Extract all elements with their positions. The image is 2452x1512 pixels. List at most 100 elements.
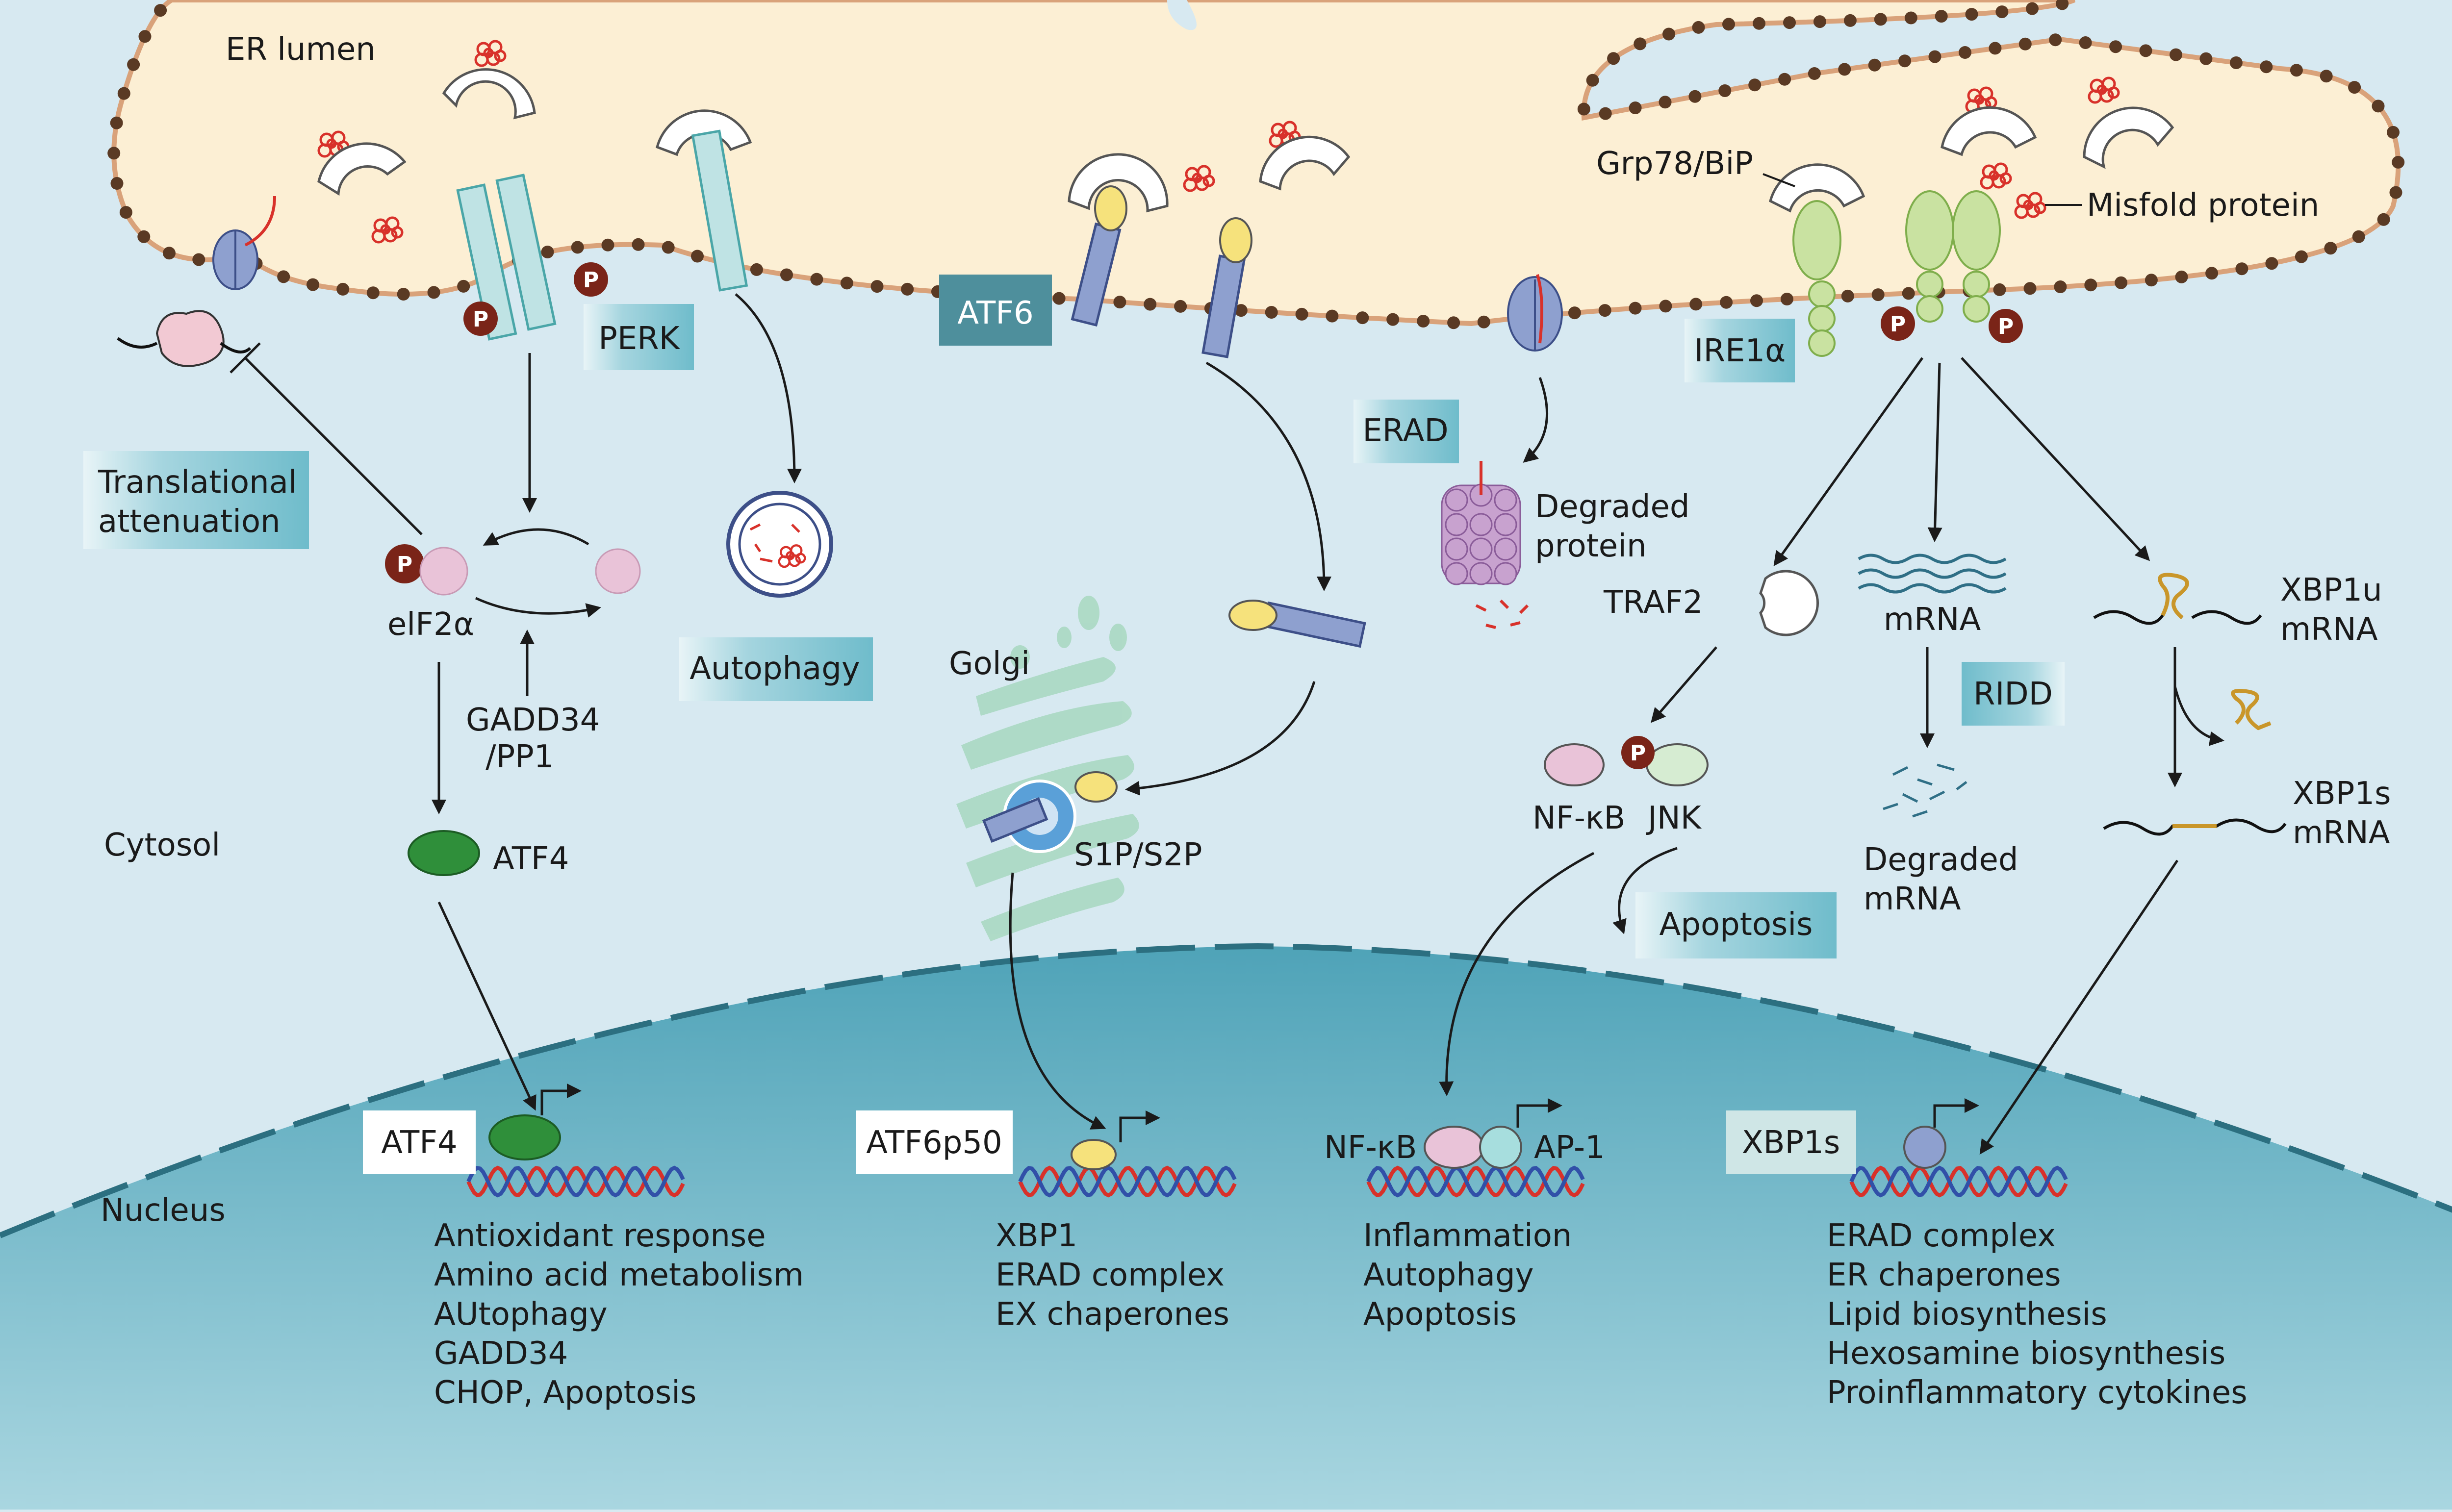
atf4-target: Antioxidant response bbox=[434, 1218, 766, 1254]
translational-attenuation-box bbox=[83, 451, 309, 549]
membrane-dot bbox=[1780, 293, 1793, 305]
eif2a-cycle: P bbox=[385, 528, 641, 618]
membrane-dot bbox=[1689, 298, 1703, 311]
xbp1s-target: Proinflammatory cytokines bbox=[1827, 1375, 2248, 1411]
autophagy-label: Autophagy bbox=[690, 651, 860, 687]
autophagy-box bbox=[679, 637, 873, 701]
nfkb-tss-arrow bbox=[1516, 1098, 1562, 1128]
atf6-box bbox=[939, 275, 1052, 346]
er-gap bbox=[1167, 0, 1197, 30]
xbp1s-target: ERAD complex bbox=[1827, 1218, 2056, 1254]
membrane-dot bbox=[1750, 294, 1763, 307]
membrane-dot bbox=[1778, 73, 1791, 86]
membrane-dot bbox=[2229, 56, 2243, 69]
membrane-dot bbox=[1748, 78, 1762, 92]
membrane-dot bbox=[306, 278, 319, 291]
degraded-protein-label-2: protein bbox=[1535, 528, 1647, 564]
ire1-xbp1-arrow bbox=[1961, 357, 2150, 561]
autophagosome bbox=[726, 491, 833, 598]
membrane-dot bbox=[1902, 287, 1915, 300]
atf4-protein bbox=[408, 830, 480, 876]
golgi-label: Golgi bbox=[949, 646, 1030, 682]
membrane-dot bbox=[366, 286, 380, 300]
svg-text:P: P bbox=[583, 268, 599, 293]
membrane-dot bbox=[1144, 298, 1157, 311]
membrane-dot bbox=[1898, 54, 1912, 68]
degraded-mrna-label-2: mRNA bbox=[1864, 881, 1961, 917]
nuclear-atf4-label: ATF4 bbox=[381, 1125, 457, 1161]
erad-label: ERAD bbox=[1362, 413, 1448, 449]
nfkb-jnk: P bbox=[1544, 736, 1709, 786]
membrane-dot bbox=[1841, 289, 1854, 302]
jnk-label: JNK bbox=[1646, 800, 1702, 836]
nuclear-envelope bbox=[0, 943, 2452, 1238]
translocon bbox=[212, 196, 276, 290]
membrane-dot bbox=[1386, 313, 1400, 326]
traf2-arrow bbox=[1651, 646, 1717, 723]
membrane-dot bbox=[810, 273, 823, 286]
atf6-golgi-arrow bbox=[1205, 361, 1331, 591]
membrane-dot bbox=[1843, 14, 1857, 27]
dna-strand bbox=[1018, 1165, 1237, 1198]
misfold-label: Misfold protein bbox=[2087, 187, 2319, 224]
grp78-chaperone bbox=[1769, 163, 1865, 213]
membrane-dot bbox=[2352, 230, 2365, 243]
membrane-dot bbox=[1838, 63, 1851, 76]
nucleus-label: Nucleus bbox=[101, 1192, 226, 1229]
membrane-dot bbox=[107, 147, 121, 160]
membrane-dot bbox=[2175, 270, 2188, 283]
membrane-dot bbox=[277, 270, 290, 283]
membrane-dot bbox=[1568, 306, 1581, 320]
membrane-dot bbox=[1598, 304, 1611, 317]
inhibition-line bbox=[244, 357, 423, 535]
xbp1u-intron bbox=[2158, 573, 2189, 620]
translational-label-1: Translational bbox=[98, 464, 297, 501]
membrane-dot bbox=[1234, 304, 1248, 317]
atf6-targets: XBP1 ERAD complex EX chaperones bbox=[996, 1218, 1229, 1333]
xbp1s-target: Lipid biosynthesis bbox=[1827, 1296, 2107, 1333]
svg-text:P: P bbox=[1630, 741, 1646, 766]
nuclear-atf6p50-protein bbox=[1071, 1139, 1117, 1170]
nuclear-xbp1s-box bbox=[1726, 1110, 1856, 1174]
perk-phospho: P P bbox=[463, 262, 608, 336]
ridd-box bbox=[1962, 662, 2065, 726]
nuclear-nfkb-protein bbox=[1424, 1126, 1484, 1169]
chaperones bbox=[317, 68, 2174, 213]
svg-text:P: P bbox=[1998, 314, 2014, 339]
nuclear-xbp1s-label: XBP1s bbox=[1742, 1125, 1840, 1161]
membrane-dot bbox=[901, 282, 914, 296]
atf4-nucleus-arrow bbox=[437, 901, 536, 1111]
membrane-dot bbox=[571, 241, 584, 254]
nucleus bbox=[0, 946, 2452, 1510]
atf4-targets: Antioxidant response Amino acid metaboli… bbox=[434, 1218, 804, 1411]
spliced-intron bbox=[2231, 689, 2272, 731]
nuclear-ap1-protein bbox=[1479, 1126, 1522, 1169]
ire1-phospho: P P bbox=[1881, 306, 2023, 343]
mrna-label: mRNA bbox=[1884, 602, 1981, 638]
membrane-dot bbox=[1659, 96, 1672, 109]
traf2-label: TRAF2 bbox=[1603, 584, 1703, 621]
membrane-dot bbox=[1874, 13, 1887, 26]
xbp1s-label-2: mRNA bbox=[2293, 815, 2390, 851]
erad-box bbox=[1354, 400, 1459, 463]
nfkb-nucleus-arrow bbox=[1439, 852, 1595, 1096]
atf4-tss-arrow bbox=[540, 1084, 582, 1115]
er-lumen-label: ER lumen bbox=[226, 31, 376, 68]
membrane-dot bbox=[2018, 37, 2032, 50]
atf6-cytosol bbox=[1228, 600, 1366, 648]
membrane-dot bbox=[2139, 44, 2152, 57]
cytosol-label: Cytosol bbox=[104, 827, 220, 863]
membrane-dot bbox=[1959, 46, 1971, 59]
membrane-dot bbox=[750, 263, 763, 276]
membrane-dot bbox=[2084, 278, 2097, 292]
membrane-dot bbox=[1813, 15, 1826, 28]
golgi-arrow bbox=[1125, 681, 1316, 796]
intron-removal-arrow bbox=[2173, 686, 2224, 746]
dna-strand bbox=[1849, 1165, 2068, 1198]
membrane-dot bbox=[2145, 274, 2158, 287]
membrane-dot bbox=[1356, 311, 1369, 325]
atf6-label: ATF6 bbox=[957, 295, 1033, 331]
membrane-dot bbox=[1326, 309, 1339, 323]
membrane-dot bbox=[1586, 74, 1599, 87]
